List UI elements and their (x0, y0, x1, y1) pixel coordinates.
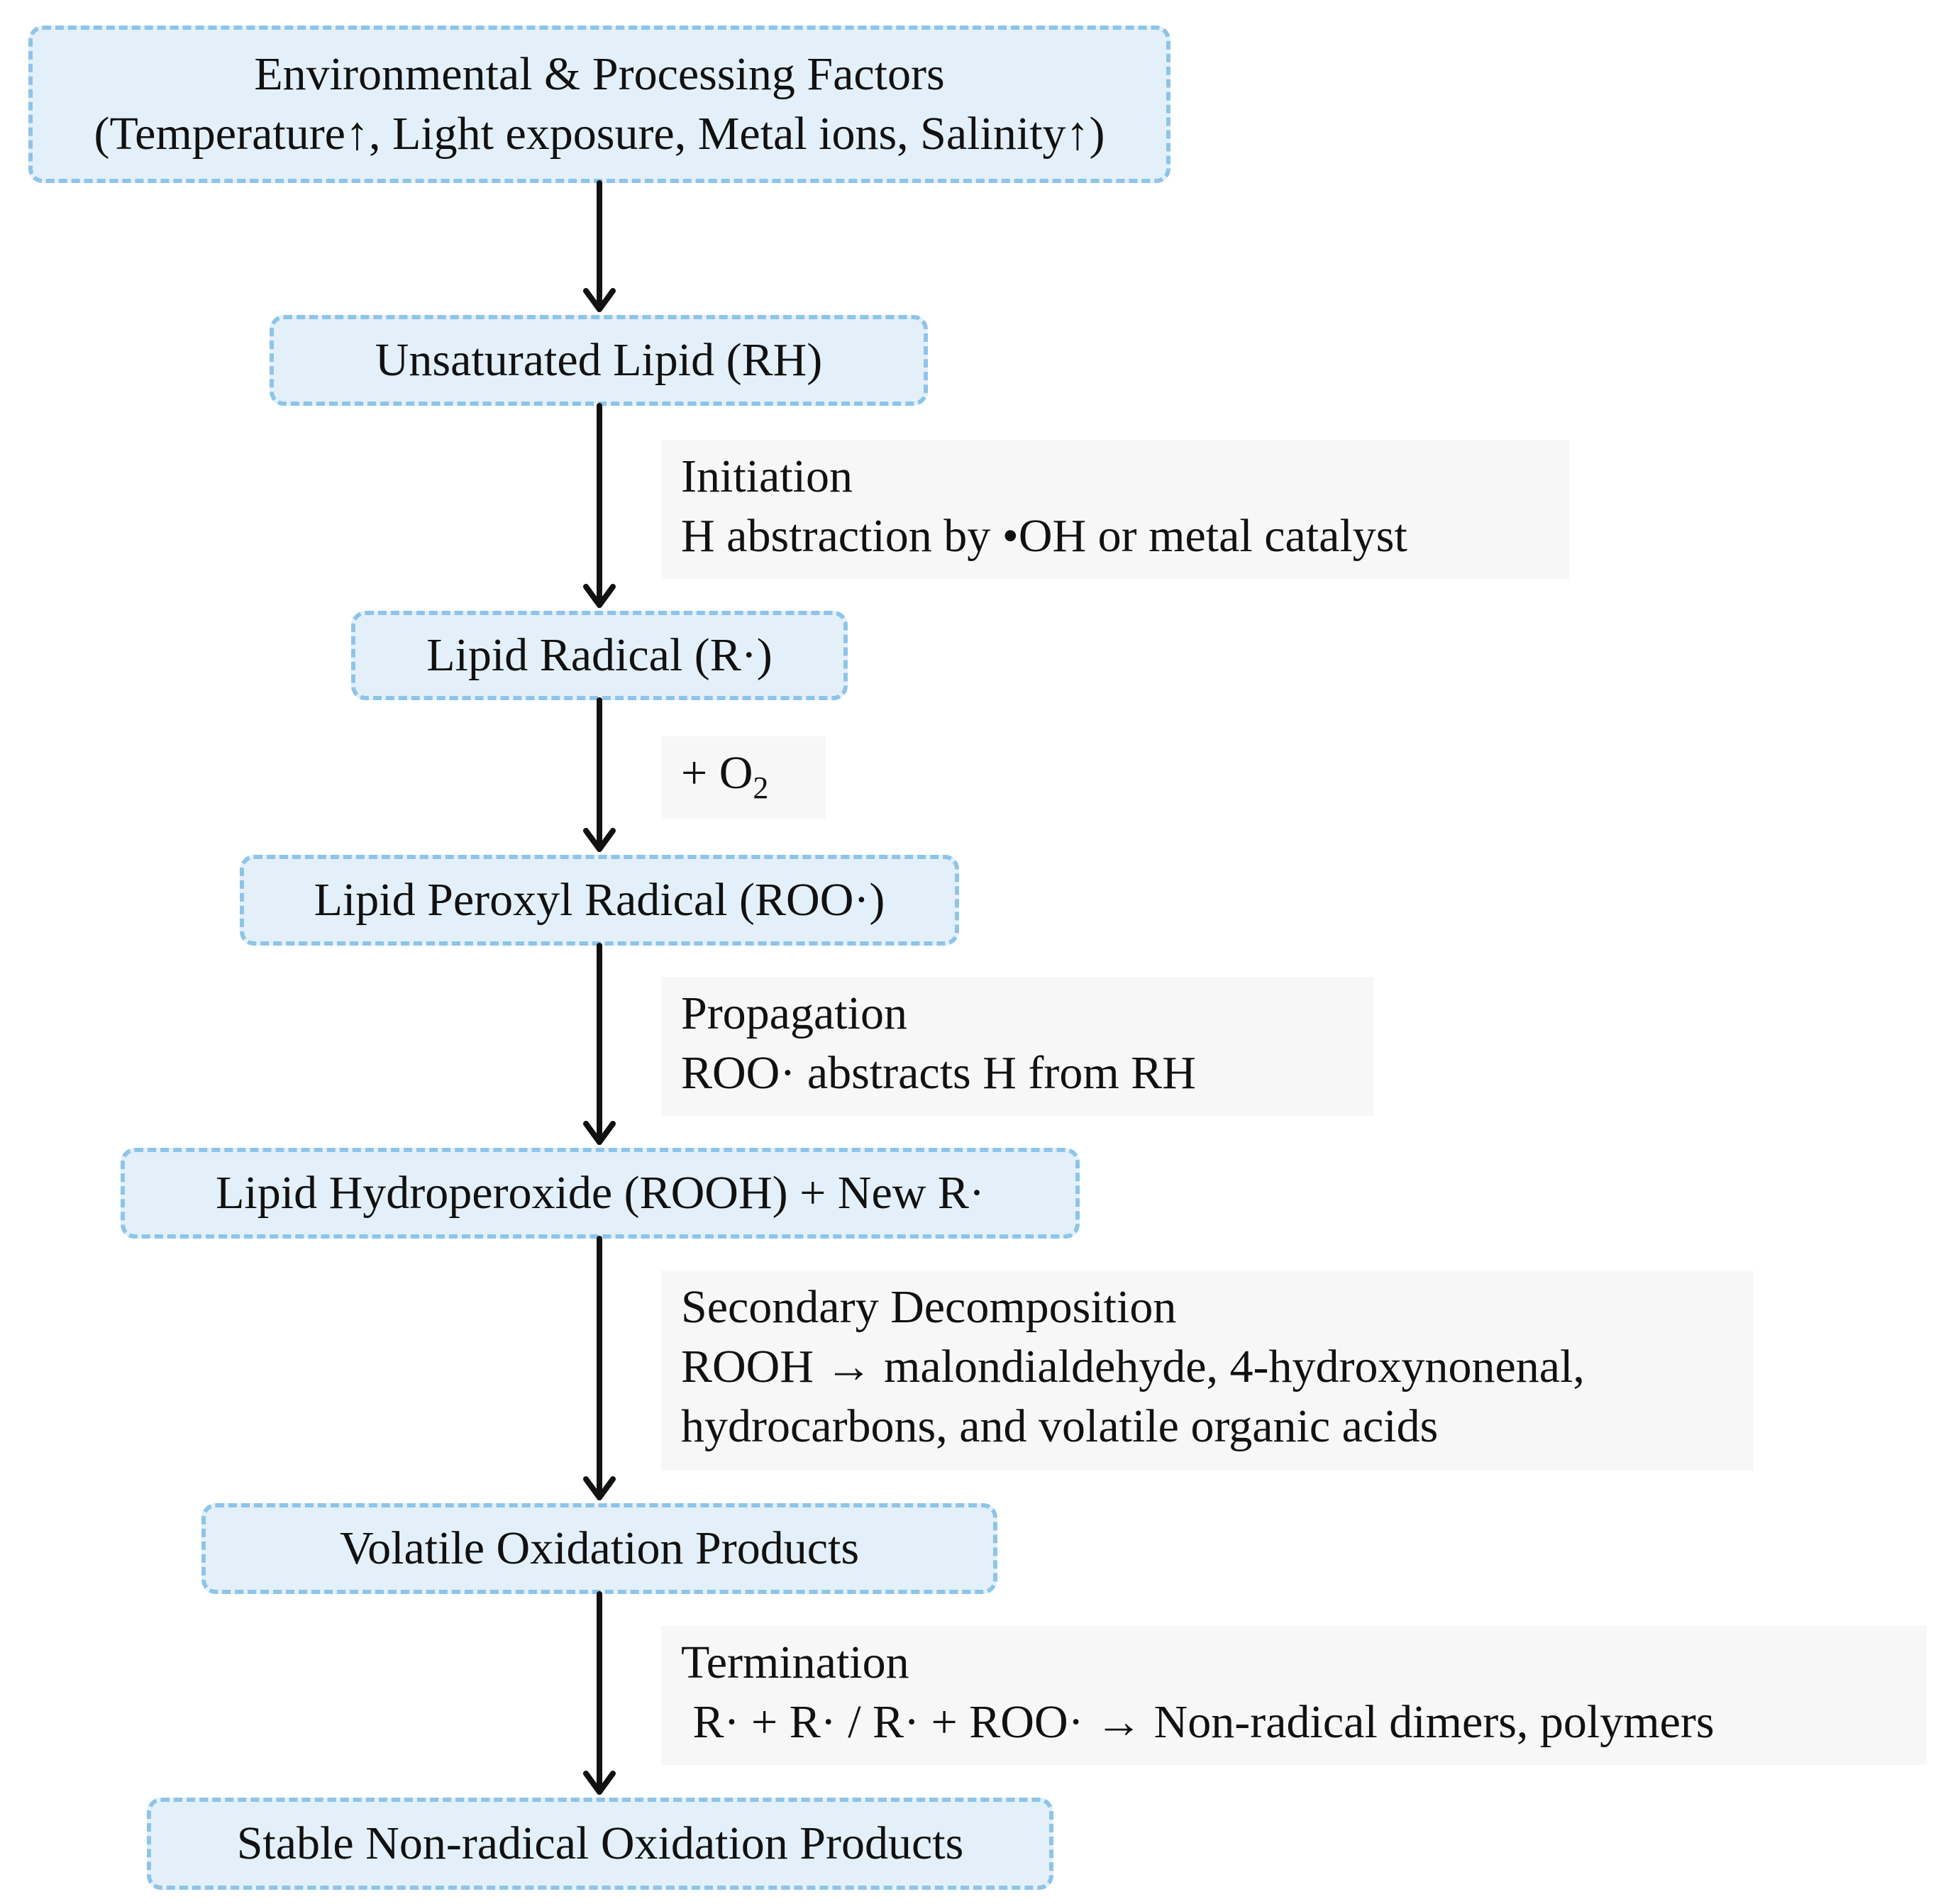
termination-title: Termination (681, 1637, 909, 1688)
lipid-peroxyl-radical-label: Lipid Peroxyl Radical (ROO·) (314, 874, 885, 926)
arrow-lipid-to-radical (583, 403, 616, 608)
node-lipid-radical: Lipid Radical (R·) (351, 611, 848, 700)
termination-detail: R· + R· / R· + ROO· → Non-radical dimers… (681, 1696, 1715, 1748)
oxygen-subscript: 2 (753, 770, 769, 806)
propagation-detail: ROO· abstracts H from RH (681, 1047, 1196, 1099)
factors-title: Environmental & Processing Factors (254, 48, 945, 100)
node-environmental-factors: Environmental & Processing Factors (Temp… (28, 26, 1170, 183)
step-oxygen: + O2 (661, 736, 826, 819)
lipid-radical-label: Lipid Radical (R·) (426, 629, 773, 681)
node-stable-oxidation-products: Stable Non-radical Oxidation Products (147, 1798, 1053, 1890)
initiation-title: Initiation (681, 450, 853, 502)
stable-products-label: Stable Non-radical Oxidation Products (236, 1817, 964, 1869)
secondary-title: Secondary Decomposition (681, 1281, 1177, 1333)
step-termination: Termination R· + R· / R· + ROO· → Non-ra… (661, 1626, 1927, 1765)
node-unsaturated-lipid: Unsaturated Lipid (RH) (270, 315, 928, 406)
oxygen-label: + O2 (681, 743, 826, 806)
unsaturated-lipid-label: Unsaturated Lipid (RH) (375, 334, 823, 386)
arrow-hydroperoxide-to-volatile (583, 1236, 616, 1500)
node-lipid-hydroperoxide: Lipid Hydroperoxide (ROOH) + New R· (121, 1148, 1080, 1239)
secondary-detail-2: hydrocarbons, and volatile organic acids (681, 1400, 1439, 1452)
arrow-factors-to-lipid (583, 180, 616, 312)
volatile-products-label: Volatile Oxidation Products (339, 1522, 860, 1574)
factors-list: (Temperature↑, Light exposure, Metal ion… (94, 108, 1105, 160)
step-propagation: Propagation ROO· abstracts H from RH (661, 977, 1373, 1116)
arrow-volatile-to-stable (583, 1591, 616, 1795)
node-volatile-oxidation-products: Volatile Oxidation Products (201, 1503, 997, 1594)
arrow-peroxyl-to-hydroperoxide (583, 943, 616, 1145)
arrow-radical-to-peroxyl (583, 697, 616, 852)
secondary-detail-1: ROOH → malondialdehyde, 4-hydroxynonenal… (681, 1341, 1585, 1393)
node-lipid-peroxyl-radical: Lipid Peroxyl Radical (ROO·) (240, 855, 959, 946)
step-secondary-decomposition: Secondary Decomposition ROOH → malondial… (661, 1271, 1754, 1471)
oxygen-prefix: + O (681, 747, 753, 799)
lipid-hydroperoxide-label: Lipid Hydroperoxide (ROOH) + New R· (216, 1167, 985, 1219)
step-initiation: Initiation H abstraction by •OH or metal… (661, 440, 1569, 579)
propagation-title: Propagation (681, 987, 907, 1039)
initiation-detail: H abstraction by •OH or metal catalyst (681, 510, 1407, 562)
